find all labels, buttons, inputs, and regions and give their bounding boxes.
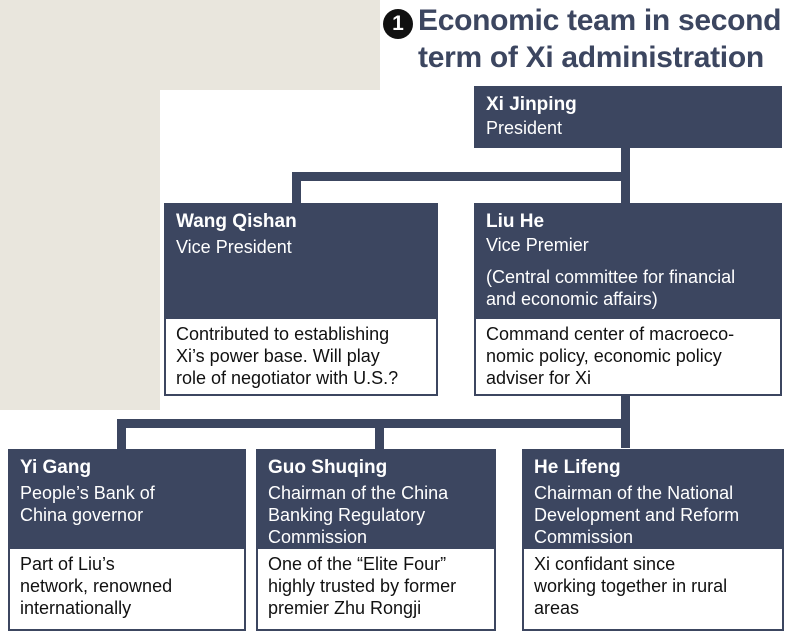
node-wang-role: Vice President [176,237,292,257]
diagram-title: Economic team in second term of Xi admin… [418,4,782,74]
node-he-role: Chairman of the National Development and… [534,483,740,547]
node-yi-description: Part of Liu’s network, renowned internat… [8,549,246,631]
node-yi-gang: Yi Gang People’s Bank of China governor [8,449,246,549]
node-liu-description: Command center of macroeco- nomic policy… [474,319,782,396]
node-guo-description: One of the “Elite Four” highly trusted b… [256,549,496,631]
node-he-name: He Lifeng [534,457,621,478]
connector-yi-down [117,419,126,449]
connector-guo-down [375,419,384,449]
node-wang-description: Contributed to establishing Xi’s power b… [164,319,438,396]
node-liu-role: Vice Premier [486,235,589,255]
title-number-badge: 1 [383,9,413,39]
node-guo-role: Chairman of the China Banking Regulatory… [268,483,449,547]
connector-wang-down [292,172,301,203]
node-xi-jinping: Xi Jinping President [474,86,782,148]
node-xi-role: President [486,118,563,138]
node-yi-name: Yi Gang [20,457,92,478]
node-he-lifeng: He Lifeng Chairman of the National Devel… [522,449,784,549]
node-wang-qishan: Wang Qishan Vice President [164,203,438,319]
node-xi-name: Xi Jinping [486,94,577,115]
node-liu-note: (Central committee for financial and eco… [486,267,736,309]
connector-bottom-horizontal [117,419,630,428]
node-yi-role: People’s Bank of China governor [20,483,155,525]
node-liu-name: Liu He [486,211,545,232]
node-wang-name: Wang Qishan [176,211,297,232]
node-guo-shuqing: Guo Shuqing Chairman of the China Bankin… [256,449,496,549]
background-panel-top [380,0,800,90]
node-he-description: Xi confidant since working together in r… [522,549,784,631]
node-liu-he: Liu He Vice Premier (Central committee f… [474,203,782,319]
connector-top-horizontal [292,172,630,181]
node-guo-name: Guo Shuqing [268,457,388,478]
